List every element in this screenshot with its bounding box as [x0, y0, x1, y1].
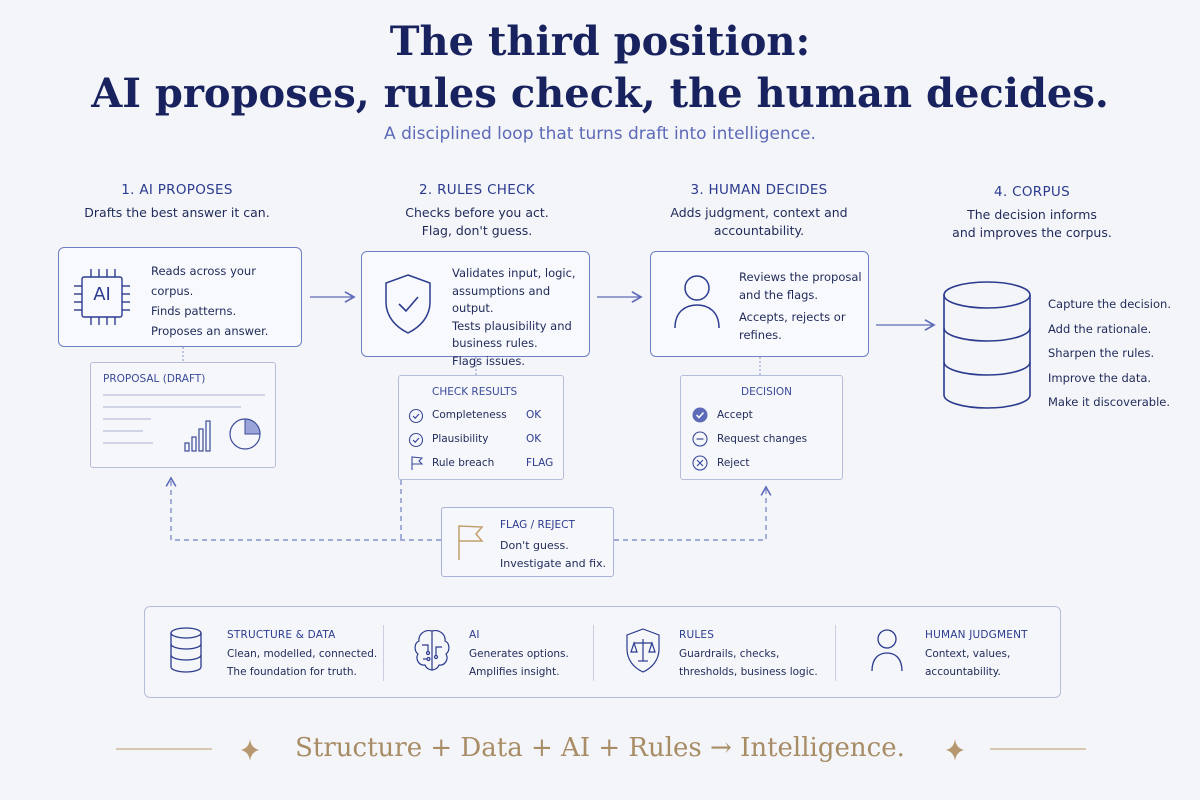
flag-icon	[458, 525, 484, 560]
flag-reject-line-2: Investigate and fix.	[500, 557, 607, 570]
step-1-line-1: Reads across your corpus.	[151, 264, 256, 298]
check-results-panel: CHECK RESULTS Completeness OK Plausibili…	[398, 375, 564, 480]
step-1-heading: 1. AI PROPOSES	[121, 182, 233, 198]
pillar-ai-heading: AI	[469, 629, 480, 641]
check-circle-filled-icon[interactable]	[691, 406, 709, 424]
ai-chip-label: AI	[93, 284, 111, 305]
pie-chart-icon	[229, 418, 261, 450]
proposal-heading: PROPOSAL (DRAFT)	[103, 373, 206, 385]
pillar-human-line-1: Context, values,	[925, 648, 1011, 660]
step-4-heading: 4. CORPUS	[994, 184, 1070, 200]
step-2-heading: 2. RULES CHECK	[419, 182, 535, 198]
check-results-heading: CHECK RESULTS	[432, 386, 518, 398]
human-decides-card: Reviews the proposal and the flags. Acce…	[650, 251, 869, 357]
decision-panel: DECISION Accept Request changes Reject	[680, 375, 843, 480]
step-3-line-3: Accepts, rejects or	[739, 310, 846, 324]
ai-proposes-card: AI Reads across your corpus. Finds patte…	[58, 247, 302, 347]
pillar-rules-line-2: thresholds, business logic.	[679, 666, 818, 678]
feedback-to-decision	[614, 485, 772, 541]
check-plausibility-label: Plausibility	[432, 433, 489, 445]
step-2-line-3: Tests plausibility and	[452, 318, 572, 333]
step-4-line-3: Sharpen the rules.	[1048, 346, 1155, 360]
step-2-line-4: business rules.	[452, 336, 538, 350]
pillar-rules-line-1: Guardrails, checks,	[679, 648, 780, 660]
pillar-ai-line-2: Amplifies insight.	[469, 666, 560, 678]
step-3-line-4: refines.	[739, 327, 782, 342]
decision-accept-option[interactable]: Accept	[717, 409, 753, 421]
flag-reject-line-1: Don't guess.	[500, 539, 569, 552]
pillar-ai-line-1: Generates options.	[469, 648, 569, 660]
bar-chart-icon	[184, 420, 211, 452]
person-icon	[871, 629, 903, 672]
check-rule-breach-label: Rule breach	[432, 457, 495, 469]
step-4-line-5: Make it discoverable.	[1048, 395, 1171, 409]
step-4-header: 4. CORPUS The decision informs and impro…	[902, 184, 1162, 242]
x-circle-icon[interactable]	[691, 454, 709, 472]
check-completeness-label: Completeness	[432, 409, 507, 421]
step-3-line-1: Reviews the proposal	[739, 270, 862, 284]
step-4-line-1: Capture the decision.	[1048, 297, 1171, 311]
step-1-line-2: Finds patterns.	[151, 304, 237, 318]
proposal-draft-panel: PROPOSAL (DRAFT)	[90, 362, 276, 468]
decision-request-changes-option[interactable]: Request changes	[717, 433, 808, 445]
step-1-desc: Drafts the best answer it can.	[84, 205, 270, 220]
footer-formula: Structure + Data + AI + Rules → Intellig…	[295, 733, 905, 763]
brain-icon	[414, 630, 450, 671]
pillar-human-heading: HUMAN JUDGMENT	[925, 629, 1028, 641]
decision-heading: DECISION	[741, 386, 793, 398]
step-2-line-1: Validates input, logic,	[452, 266, 576, 280]
pillar-rules-heading: RULES	[679, 629, 715, 641]
step-3-header: 3. HUMAN DECIDES Adds judgment, context …	[629, 182, 889, 240]
decision-reject-option[interactable]: Reject	[717, 457, 750, 469]
step-4-line-4: Improve the data.	[1048, 370, 1152, 385]
step-1-header: 1. AI PROPOSES Drafts the best answer it…	[47, 182, 307, 222]
pillars-box: STRUCTURE & DATA Clean, modelled, connec…	[144, 606, 1061, 698]
shield-scales-icon	[626, 628, 660, 673]
database-icon	[943, 281, 1031, 409]
check-plausibility-status: OK	[526, 433, 542, 445]
pillar-structure-line-2: The foundation for truth.	[227, 666, 357, 678]
pillar-structure-data: STRUCTURE & DATA Clean, modelled, connec…	[227, 629, 377, 681]
pillar-human-judgment: HUMAN JUDGMENT Context, values, accounta…	[925, 629, 1028, 681]
step-3-line-2: and the flags.	[739, 287, 819, 302]
step-2-line-2: assumptions and output.	[452, 283, 551, 316]
step-2-desc: Checks before you act. Flag, don't guess…	[405, 205, 549, 238]
corpus-actions: Capture the decision. Add the rationale.…	[1048, 292, 1171, 415]
check-circle-icon	[408, 432, 424, 448]
step-3-heading: 3. HUMAN DECIDES	[690, 182, 828, 198]
step-1-line-3: Proposes an answer.	[151, 324, 269, 338]
sparkle-left-icon	[241, 739, 259, 761]
ai-chip-icon	[74, 269, 130, 325]
step-2-header: 2. RULES CHECK Checks before you act. Fl…	[347, 182, 607, 240]
pillar-structure-line-1: Clean, modelled, connected.	[227, 648, 378, 660]
check-rule-breach-status: FLAG	[526, 457, 554, 469]
subtitle: A disciplined loop that turns draft into…	[384, 124, 816, 144]
database-icon	[170, 627, 202, 673]
pillar-human-line-2: accountability.	[925, 666, 1001, 678]
feedback-to-proposal	[165, 476, 441, 541]
pillar-rules: RULES Guardrails, checks, thresholds, bu…	[679, 629, 818, 681]
person-icon	[674, 275, 720, 329]
step-4-line-2: Add the rationale.	[1048, 321, 1152, 336]
rules-check-card: Validates input, logic, assumptions and …	[361, 251, 590, 368]
step-2-line-5: Flags issues.	[452, 353, 525, 368]
sparkle-right-icon	[946, 739, 964, 761]
title-line-1: The third position:	[389, 18, 811, 65]
step-3-desc: Adds judgment, context and accountabilit…	[670, 205, 848, 238]
step-4-desc: The decision informs and improves the co…	[952, 207, 1112, 240]
pillar-ai: AI Generates options. Amplifies insight.	[469, 629, 569, 681]
pillar-structure-heading: STRUCTURE & DATA	[227, 629, 336, 641]
flag-reject-heading: FLAG / REJECT	[500, 519, 575, 531]
minus-circle-icon[interactable]	[691, 430, 709, 448]
flag-reject-box: FLAG / REJECT Don't guess. Investigate a…	[441, 507, 614, 577]
flag-icon	[411, 456, 424, 470]
check-circle-icon	[408, 408, 424, 424]
shield-check-icon	[385, 274, 431, 334]
check-completeness-status: OK	[526, 409, 542, 421]
title-line-2: AI proposes, rules check, the human deci…	[91, 70, 1109, 117]
